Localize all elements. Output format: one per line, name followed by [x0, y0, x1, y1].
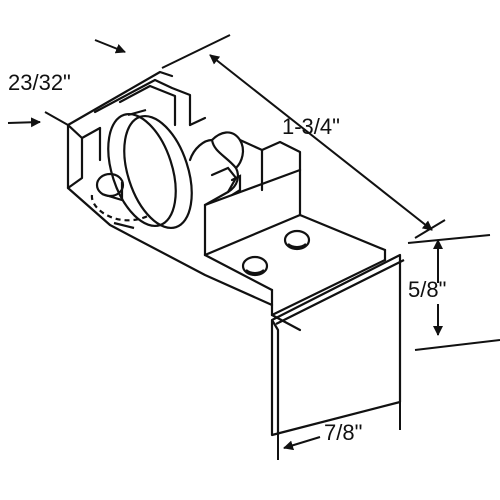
dimension-width	[277, 370, 401, 460]
axle-pin	[90, 172, 151, 222]
dimension-label-length: 1-3/4"	[282, 114, 340, 139]
dimension-height	[407, 234, 500, 351]
dimension-label-width: 7/8"	[324, 420, 363, 445]
mounting-holes	[241, 229, 311, 277]
roller-wheel	[107, 108, 193, 230]
dimension-length	[161, 34, 446, 239]
dimension-label-depth: 23/32"	[8, 70, 71, 95]
dimension-depth	[7, 39, 126, 128]
guide-tooth	[188, 131, 245, 207]
roller-housing-body	[66, 70, 387, 332]
dimension-label-height: 5/8"	[408, 277, 447, 302]
